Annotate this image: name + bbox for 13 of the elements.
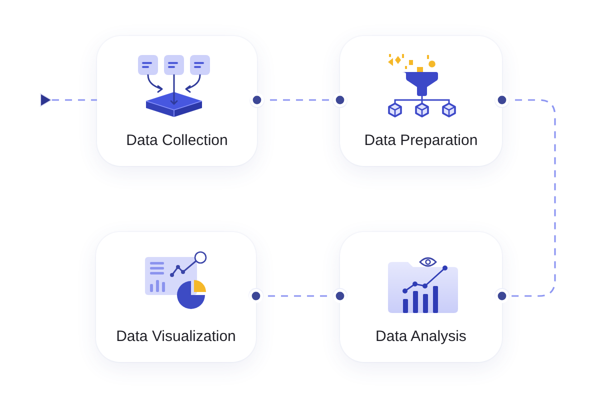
process-card bbox=[340, 232, 502, 362]
step-label: Data Preparation bbox=[364, 131, 478, 151]
dashed-connector bbox=[494, 93, 556, 303]
start-triangle bbox=[40, 93, 52, 107]
step-label: Data Collection bbox=[126, 131, 228, 151]
dashed-connector bbox=[52, 99, 97, 101]
process-card bbox=[340, 36, 502, 166]
dashed-connector bbox=[248, 288, 348, 303]
process-card bbox=[96, 232, 256, 362]
step-label: Data Analysis bbox=[376, 327, 466, 347]
step-label: Data Visualization bbox=[116, 327, 236, 347]
dashed-connector bbox=[250, 93, 348, 108]
process-card bbox=[97, 36, 257, 166]
